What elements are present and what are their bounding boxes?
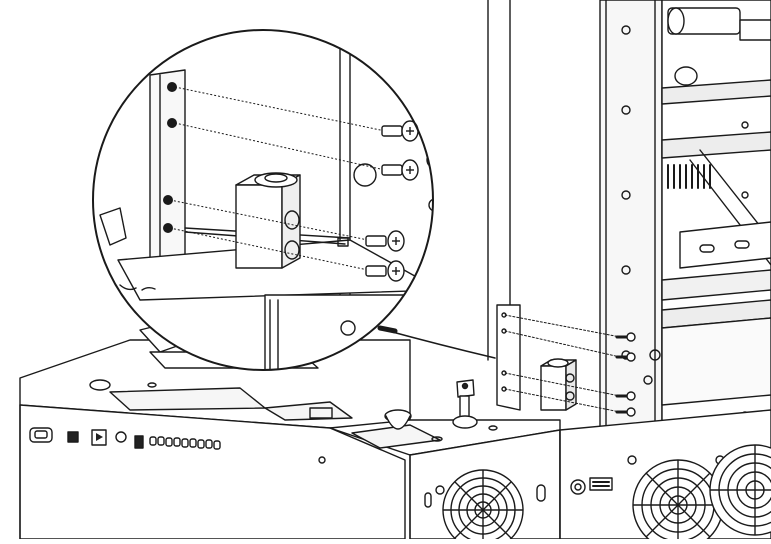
main-screw-2 bbox=[615, 352, 636, 362]
main-assembly-lines bbox=[504, 314, 621, 413]
callout-screw-4 bbox=[365, 260, 405, 282]
fan-right bbox=[709, 444, 771, 536]
vertical-post bbox=[487, 0, 521, 411]
main-screw-1 bbox=[615, 332, 636, 342]
led-row bbox=[149, 436, 221, 450]
callout-screw-3 bbox=[365, 230, 405, 252]
callout-magnifier bbox=[92, 29, 434, 371]
callout-leader bbox=[384, 329, 496, 359]
callout-screw-1 bbox=[381, 120, 419, 142]
fan-left bbox=[435, 469, 524, 544]
vga-port bbox=[29, 427, 53, 443]
vent-slots bbox=[667, 164, 711, 189]
knob bbox=[384, 409, 443, 442]
hinge-block bbox=[540, 358, 577, 411]
audio-jack bbox=[115, 431, 127, 443]
key-switch bbox=[452, 379, 498, 431]
callout-screw-2 bbox=[381, 159, 419, 181]
front-ports bbox=[29, 427, 326, 464]
usb-port bbox=[67, 431, 79, 443]
rack-frame bbox=[599, 0, 771, 445]
main-screw-3 bbox=[615, 391, 636, 401]
rating-label bbox=[589, 477, 613, 491]
callout-hinge-block bbox=[235, 172, 301, 269]
main-screw-4 bbox=[615, 407, 636, 417]
